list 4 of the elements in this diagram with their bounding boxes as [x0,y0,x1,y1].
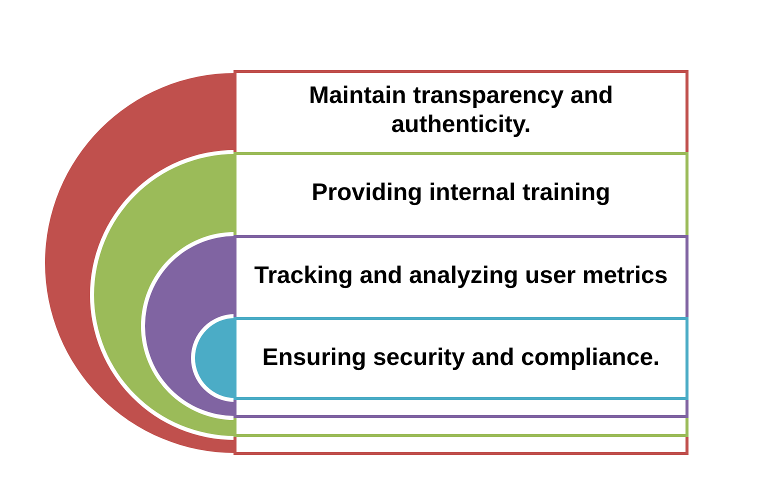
item-text: Tracking and analyzing user metrics [254,262,668,290]
item-text: Ensuring security and compliance. [262,344,660,373]
item-text: Providing internal training [312,179,610,208]
item-text: Maintain transparency and authenticity. [308,82,614,140]
